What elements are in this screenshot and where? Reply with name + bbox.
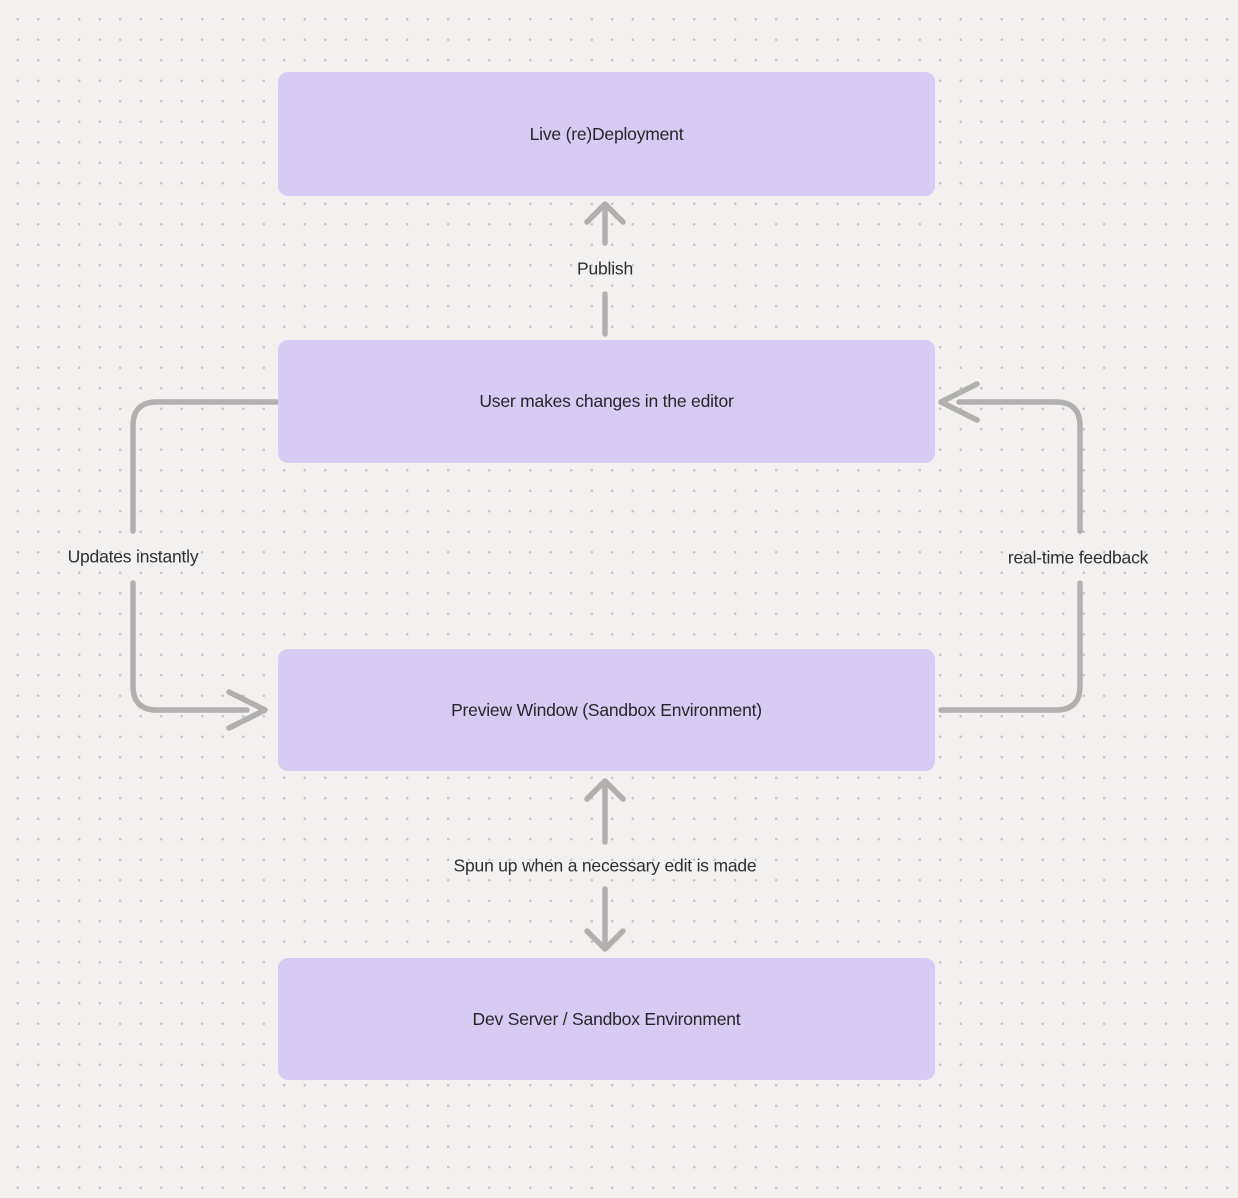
edge-label-spun-up: Spun up when a necessary edit is made <box>453 855 757 876</box>
node-label: Dev Server / Sandbox Environment <box>472 1008 741 1029</box>
edge-label-real-time-feedback: real-time feedback <box>1007 547 1149 568</box>
edge-label-publish: Publish <box>577 258 633 279</box>
node-preview-window[interactable]: Preview Window (Sandbox Environment) <box>278 649 935 771</box>
arrowhead-down-icon <box>584 928 626 952</box>
node-label: Live (re)Deployment <box>529 123 684 144</box>
node-label: Preview Window (Sandbox Environment) <box>451 699 762 720</box>
node-dev-server[interactable]: Dev Server / Sandbox Environment <box>278 958 935 1080</box>
arrowhead-left-icon <box>938 381 980 423</box>
arrowhead-up-icon <box>584 778 626 802</box>
node-user-editor[interactable]: User makes changes in the editor <box>278 340 935 463</box>
node-live-redeployment[interactable]: Live (re)Deployment <box>278 72 935 196</box>
arrowhead-up-icon <box>584 201 626 225</box>
node-label: User makes changes in the editor <box>479 391 734 411</box>
arrowhead-right-icon <box>226 689 268 731</box>
edge-label-updates-instantly: Updates instantly <box>67 546 199 567</box>
